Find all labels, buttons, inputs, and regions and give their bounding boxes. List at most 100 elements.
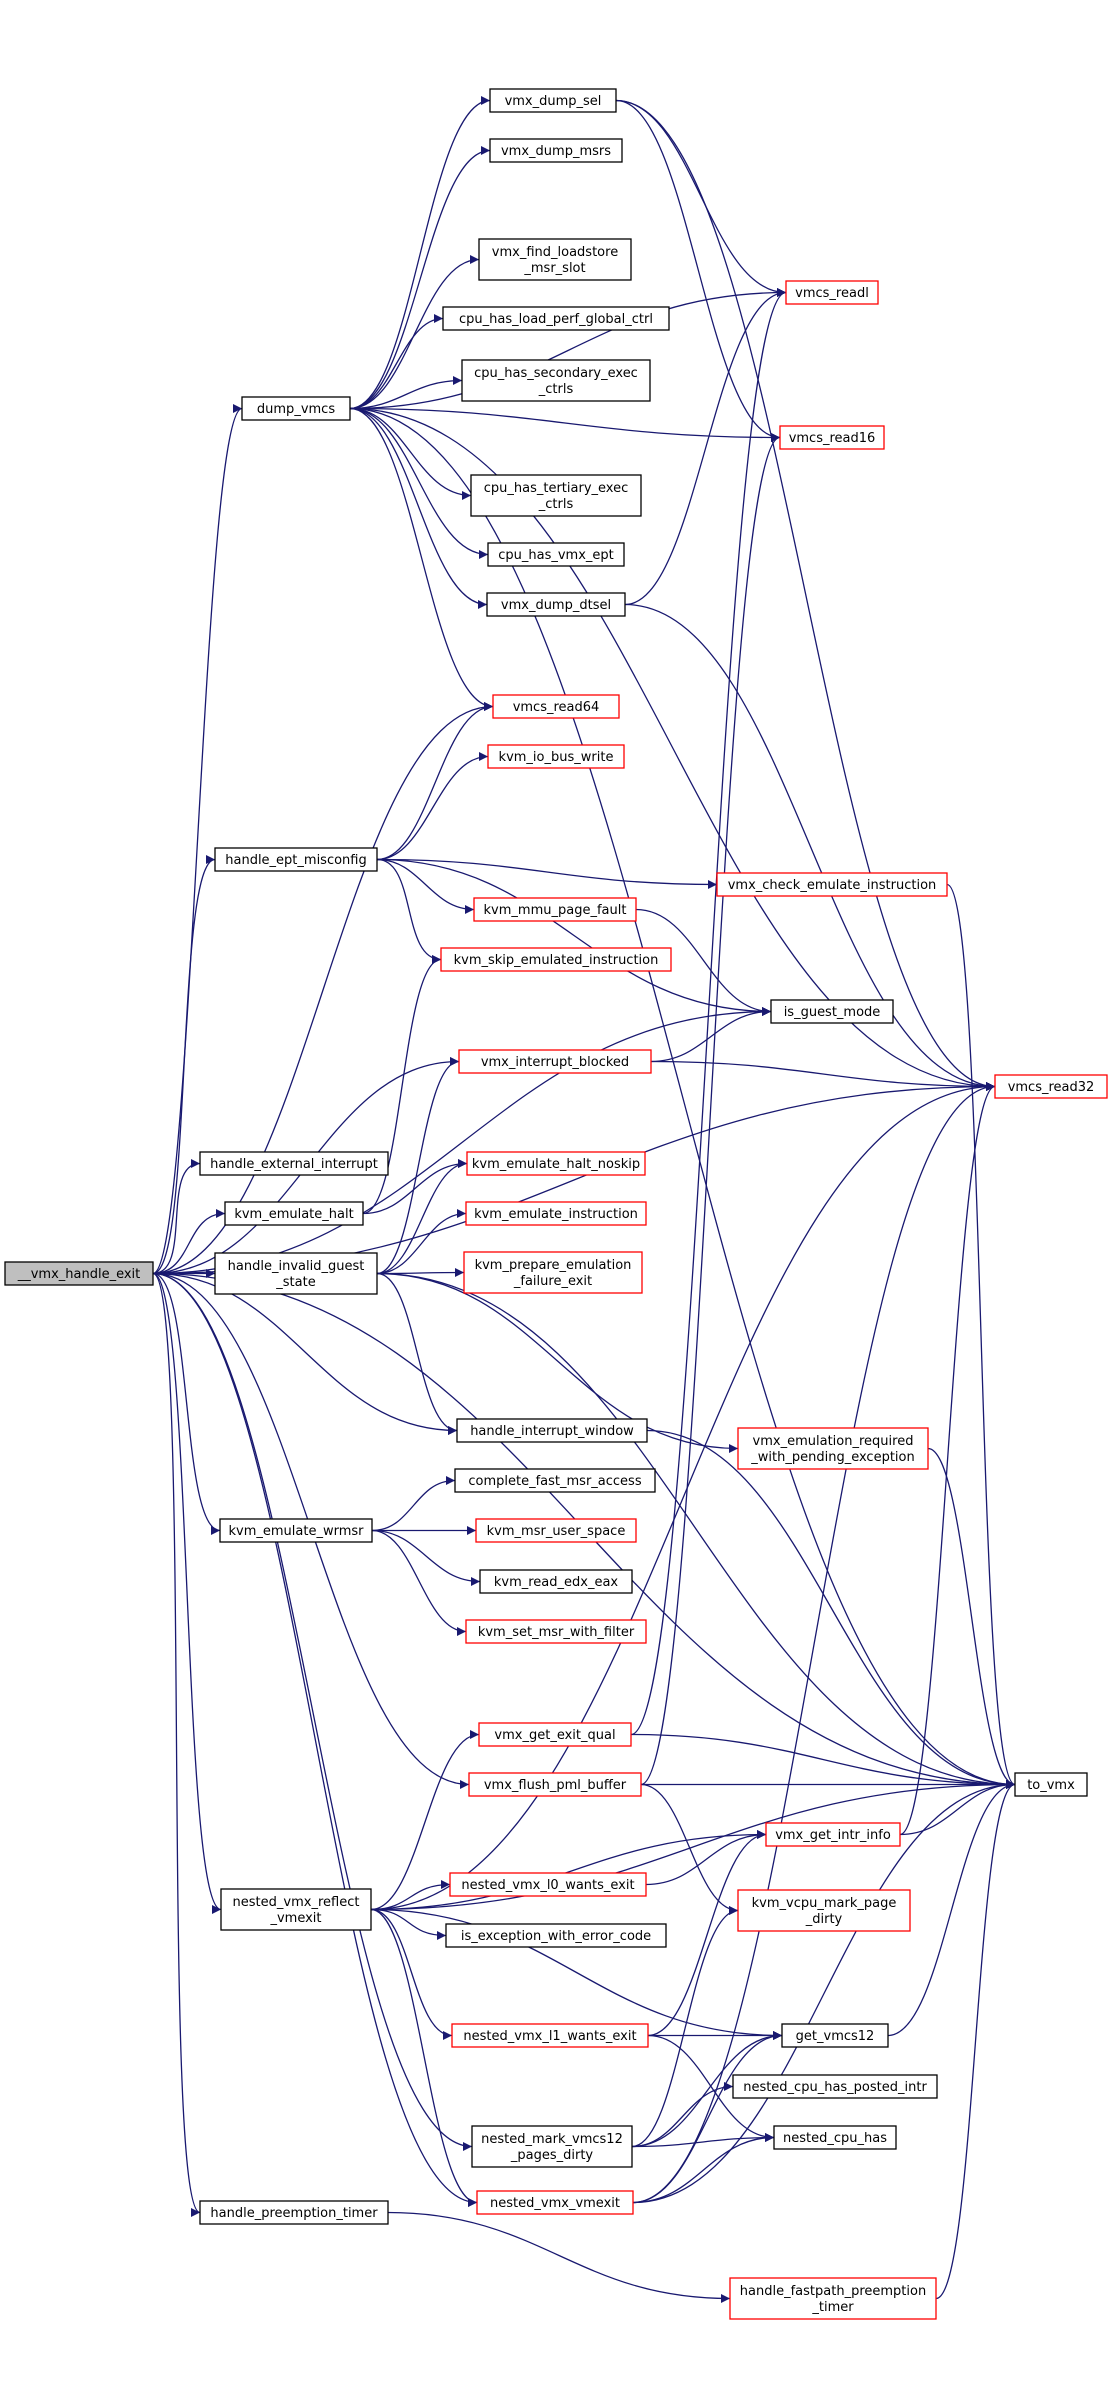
edge-handle-invalid-guest-state-to-handle-interrupt-window — [376, 1272, 458, 1435]
node-nested-vmx-l0-wants-exit[interactable]: nested_vmx_l0_wants_exit — [449, 1872, 647, 1897]
node-kvm-emulate-halt-noskip[interactable]: kvm_emulate_halt_noskip — [466, 1151, 646, 1176]
node-label: to_vmx — [1027, 1778, 1075, 1793]
node-nested-vmx-vmexit[interactable]: nested_vmx_vmexit — [476, 2190, 634, 2215]
node-kvm-skip-emulated-instruction[interactable]: kvm_skip_emulated_instruction — [440, 947, 672, 972]
edge-vmx-flush-pml-buffer-to-vmcs-read16 — [640, 433, 781, 1786]
node-vmx-flush-pml-buffer[interactable]: vmx_flush_pml_buffer — [468, 1772, 642, 1797]
edge-vmx-get-intr-info-to-vmcs-read32 — [899, 1082, 996, 1836]
node-nested-cpu-has[interactable]: nested_cpu_has — [773, 2125, 897, 2150]
edge-dump-vmcs-to-cpu-has-vmx-ept — [349, 407, 489, 559]
node-label: vmx_get_exit_qual — [494, 1728, 615, 1743]
edge-nested-vmx-reflect-vmexit-to-is-exception-with-error-code — [370, 1908, 447, 1940]
edge-nested-mark-vmcs12-pages-dirty-to-nested-cpu-has — [631, 2133, 775, 2148]
node-box — [454, 1468, 656, 1493]
node-vmcs-readl[interactable]: vmcs_readl — [785, 280, 879, 305]
node-handle-invalid-guest-state[interactable]: handle_invalid_guest_state — [214, 1252, 378, 1295]
edge-vmx-handle-exit-to-nested-vmx-vmexit — [152, 1272, 478, 2207]
node-complete-fast-msr-access[interactable]: complete_fast_msr_access — [454, 1468, 656, 1493]
node-handle-preemption-timer[interactable]: handle_preemption_timer — [199, 2200, 389, 2225]
node-kvm-set-msr-with-filter[interactable]: kvm_set_msr_with_filter — [465, 1619, 647, 1644]
node-label: kvm_emulate_halt — [234, 1207, 353, 1222]
node-box — [465, 1201, 647, 1226]
node-vmx-dump-dtsel[interactable]: vmx_dump_dtsel — [486, 592, 626, 617]
node-cpu-has-vmx-ept[interactable]: cpu_has_vmx_ept — [487, 542, 625, 567]
node-vmcs-read32[interactable]: vmcs_read32 — [994, 1074, 1108, 1099]
node-vmcs-read64[interactable]: vmcs_read64 — [492, 694, 620, 719]
node-handle-ept-misconfig[interactable]: handle_ept_misconfig — [214, 847, 378, 872]
node-kvm-prepare-emulation-failure-exit[interactable]: kvm_prepare_emulation_failure_exit — [463, 1251, 643, 1294]
node-box — [478, 238, 632, 281]
node-box — [473, 897, 637, 922]
node-vmx-dump-msrs[interactable]: vmx_dump_msrs — [489, 138, 623, 163]
node-vmx-handle-exit[interactable]: __vmx_handle_exit — [4, 1261, 154, 1286]
node-label: vmx_dump_sel — [505, 94, 602, 109]
node-label: vmx_dump_dtsel — [501, 598, 611, 613]
node-nested-vmx-l1-wants-exit[interactable]: nested_vmx_l1_wants_exit — [451, 2023, 649, 2048]
node-nested-cpu-has-posted-intr[interactable]: nested_cpu_has_posted_intr — [732, 2074, 938, 2099]
node-get-vmcs12[interactable]: get_vmcs12 — [781, 2023, 889, 2048]
node-cpu-has-secondary-exec-ctrls[interactable]: cpu_has_secondary_exec_ctrls — [461, 359, 651, 402]
node-kvm-vcpu-mark-page-dirty[interactable]: kvm_vcpu_mark_page_dirty — [737, 1889, 911, 1932]
node-kvm-io-bus-write[interactable]: kvm_io_bus_write — [487, 744, 625, 769]
node-vmx-interrupt-blocked[interactable]: vmx_interrupt_blocked — [458, 1049, 652, 1074]
node-cpu-has-load-perf-global-ctrl[interactable]: cpu_has_load_perf_global_ctrl — [442, 306, 670, 331]
node-handle-interrupt-window[interactable]: handle_interrupt_window — [456, 1418, 648, 1443]
node-is-exception-with-error-code[interactable]: is_exception_with_error_code — [445, 1923, 667, 1948]
node-vmx-check-emulate-instruction[interactable]: vmx_check_emulate_instruction — [716, 872, 948, 897]
edge-dump-vmcs-to-vmx-find-loadstore-msr-slot — [349, 255, 480, 410]
node-vmx-find-loadstore-msr-slot[interactable]: vmx_find_loadstore_msr_slot — [478, 238, 632, 281]
edge-nested-mark-vmcs12-pages-dirty-to-kvm-vcpu-mark-page-dirty — [631, 1906, 739, 2148]
node-kvm-mmu-page-fault[interactable]: kvm_mmu_page_fault — [473, 897, 637, 922]
node-nested-mark-vmcs12-pages-dirty[interactable]: nested_mark_vmcs12_pages_dirty — [471, 2125, 633, 2168]
node-kvm-read-edx-eax[interactable]: kvm_read_edx_eax — [479, 1569, 633, 1594]
node-handle-fastpath-preemption-timer[interactable]: handle_fastpath_preemption_timer — [729, 2277, 937, 2320]
node-cpu-has-tertiary-exec-ctrls[interactable]: cpu_has_tertiary_exec_ctrls — [470, 474, 642, 517]
node-vmcs-read16[interactable]: vmcs_read16 — [779, 425, 885, 450]
node-vmx-get-exit-qual[interactable]: vmx_get_exit_qual — [478, 1722, 632, 1747]
edge-nested-vmx-l1-wants-exit-to-vmx-get-intr-info — [647, 1830, 767, 2037]
edge-vmx-get-exit-qual-to-vmcs-readl — [630, 288, 787, 1736]
node-box — [468, 1772, 642, 1797]
node-box — [224, 1201, 364, 1226]
node-box — [478, 1722, 632, 1747]
node-handle-external-interrupt[interactable]: handle_external_interrupt — [199, 1151, 389, 1176]
node-box — [463, 1251, 643, 1294]
edge-nested-vmx-reflect-vmexit-to-vmx-get-intr-info — [370, 1830, 767, 1911]
node-label: vmcs_read64 — [513, 700, 600, 715]
node-label: kvm_set_msr_with_filter — [478, 1625, 635, 1640]
node-box — [732, 2074, 938, 2099]
edge-kvm-emulate-halt-to-kvm-emulate-halt-noskip — [362, 1159, 468, 1215]
node-nested-vmx-reflect-vmexit[interactable]: nested_vmx_reflect_vmexit — [220, 1888, 372, 1931]
edge-nested-vmx-reflect-vmexit-to-get-vmcs12 — [370, 1908, 783, 2040]
node-dump-vmcs[interactable]: dump_vmcs — [241, 396, 351, 421]
node-label: dump_vmcs — [257, 402, 335, 417]
edge-vmx-dump-dtsel-to-vmcs-read32 — [624, 603, 996, 1091]
node-box — [492, 694, 620, 719]
edge-vmx-handle-exit-to-dump-vmcs — [152, 404, 243, 1275]
node-vmx-emulation-required-with-pending-exception[interactable]: vmx_emulation_required_with_pending_exce… — [737, 1427, 929, 1470]
edge-handle-ept-misconfig-to-kvm-io-bus-write — [376, 752, 489, 861]
node-label: _pages_dirty — [510, 2148, 594, 2163]
edge-vmx-dump-sel-to-vmcs-read32 — [615, 99, 996, 1091]
node-label: __vmx_handle_exit — [17, 1267, 141, 1282]
node-kvm-emulate-halt[interactable]: kvm_emulate_halt — [224, 1201, 364, 1226]
edge-dump-vmcs-to-vmx-dump-sel — [349, 96, 491, 410]
node-box — [214, 1252, 378, 1295]
node-box — [451, 2023, 649, 2048]
node-vmx-dump-sel[interactable]: vmx_dump_sel — [489, 88, 617, 113]
edge-vmx-handle-exit-to-vmcs-read64 — [152, 702, 494, 1275]
edge-get-vmcs12-to-to-vmx — [887, 1780, 1016, 2037]
edge-dump-vmcs-to-vmcs-read64 — [349, 407, 494, 711]
node-is-guest-mode[interactable]: is_guest_mode — [770, 999, 894, 1024]
node-kvm-msr-user-space[interactable]: kvm_msr_user_space — [475, 1518, 637, 1543]
node-label: _msr_slot — [523, 261, 585, 276]
node-to-vmx[interactable]: to_vmx — [1014, 1772, 1088, 1797]
node-vmx-get-intr-info[interactable]: vmx_get_intr_info — [765, 1822, 901, 1847]
node-label: cpu_has_tertiary_exec — [484, 481, 628, 496]
node-kvm-emulate-wrmsr[interactable]: kvm_emulate_wrmsr — [219, 1518, 373, 1543]
node-label: is_exception_with_error_code — [461, 1929, 651, 1944]
edge-nested-vmx-vmexit-to-nested-cpu-has — [632, 2133, 775, 2204]
node-kvm-emulate-instruction[interactable]: kvm_emulate_instruction — [465, 1201, 647, 1226]
node-label: vmcs_readl — [795, 286, 869, 301]
